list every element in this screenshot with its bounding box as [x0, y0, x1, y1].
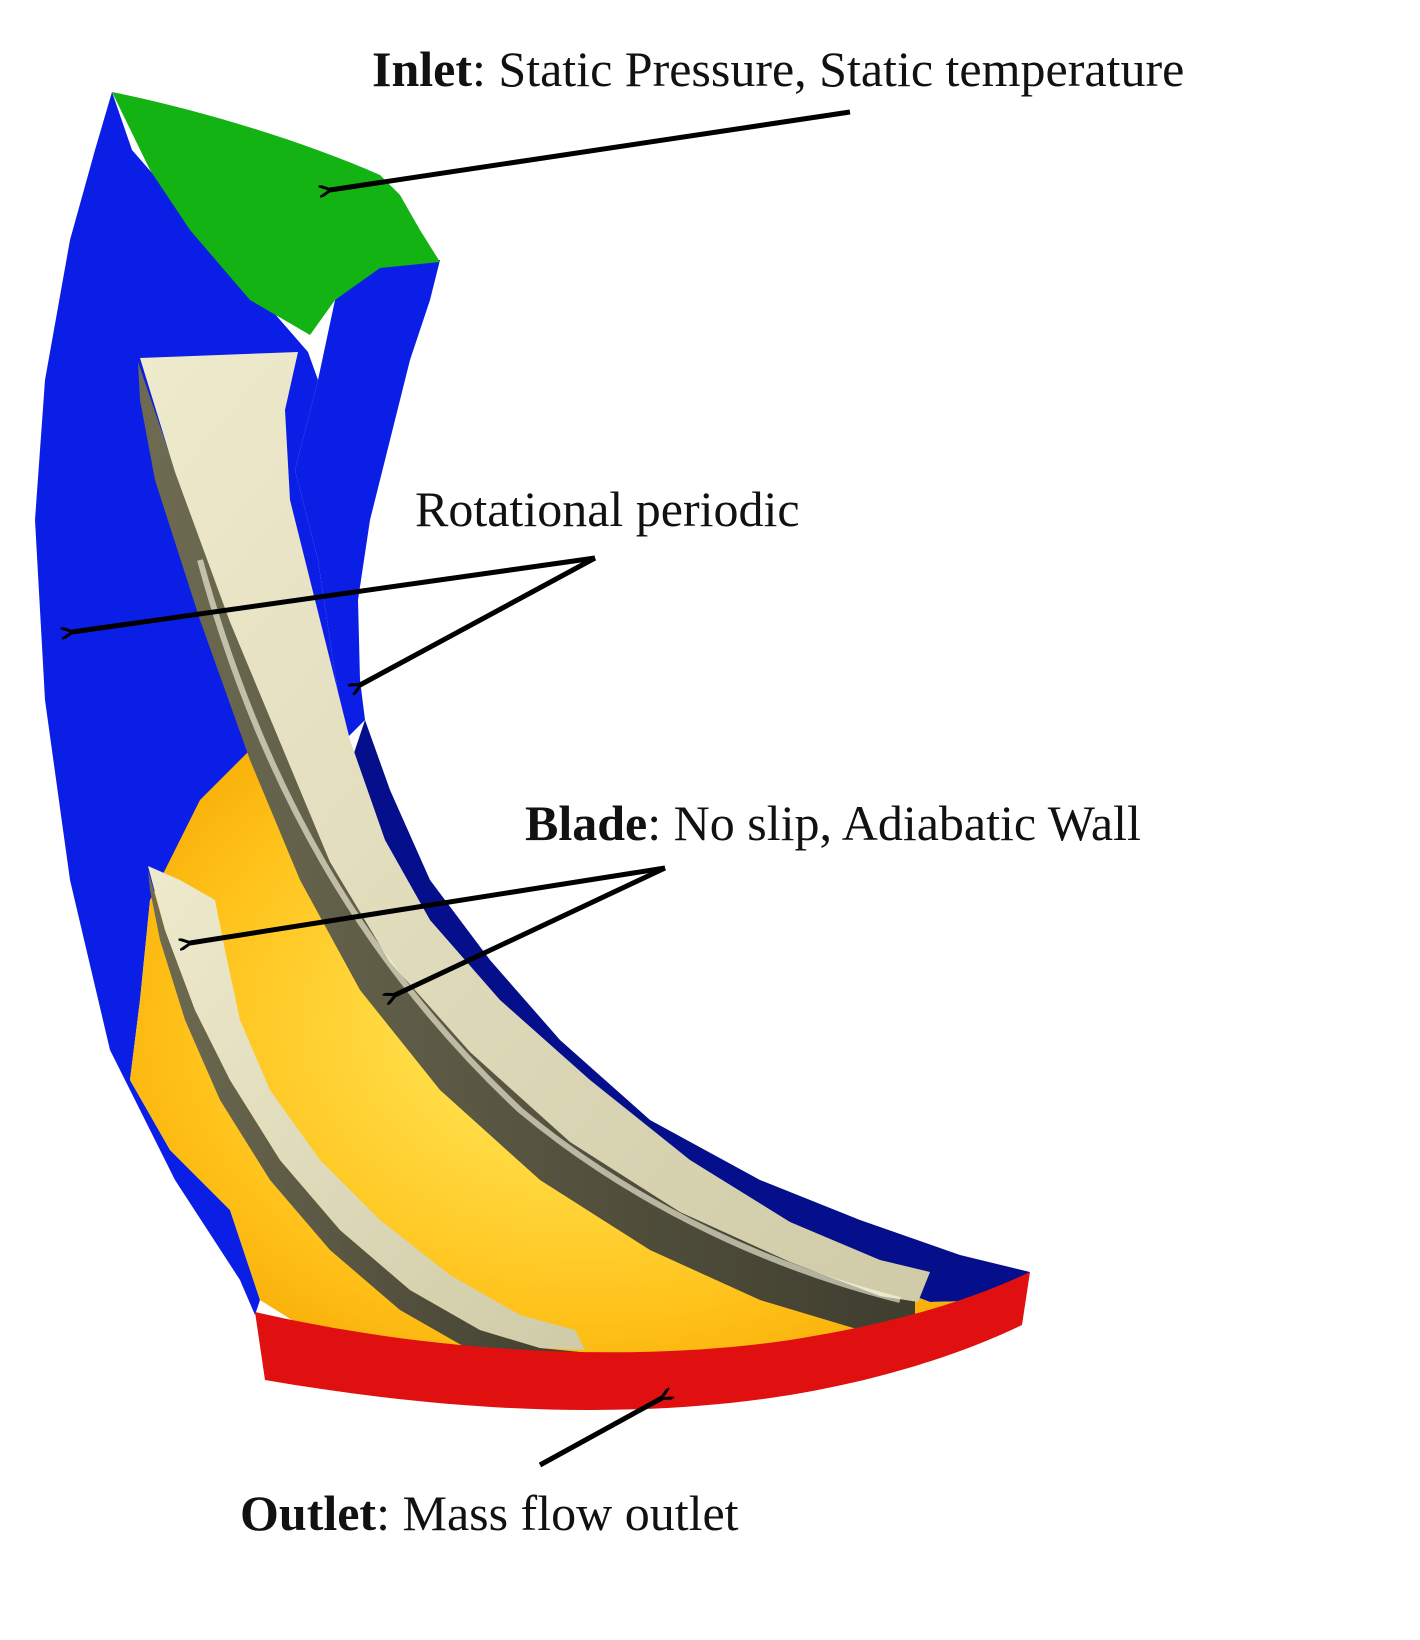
- outlet-surface: [255, 1272, 1030, 1411]
- outlet-label-detail: : Mass flow outlet: [376, 1485, 739, 1541]
- splitter-blade-top: [148, 866, 585, 1350]
- main-blade-side: [138, 362, 915, 1330]
- blade-label-title: Blade: [525, 795, 648, 851]
- periodic-arrow-left: [72, 555, 596, 632]
- inlet-label: Inlet: Static Pressure, Static temperatu…: [372, 44, 1184, 94]
- blade-label-detail: : No slip, Adiabatic Wall: [647, 795, 1141, 851]
- inlet-arrow: [330, 109, 851, 190]
- splitter-blade-side: [148, 870, 585, 1370]
- outlet-arrow: [538, 1398, 662, 1468]
- blade-label: Blade: No slip, Adiabatic Wall: [525, 798, 1141, 848]
- periodic-surface-right: [295, 260, 440, 740]
- periodic-label: Rotational periodic: [415, 484, 800, 534]
- outlet-label-title: Outlet: [240, 1485, 377, 1541]
- inlet-label-title: Inlet: [372, 41, 472, 97]
- periodic-label-text: Rotational periodic: [415, 481, 800, 537]
- inlet-label-detail: : Static Pressure, Static temperature: [472, 41, 1185, 97]
- main-blade-top: [140, 352, 930, 1302]
- inlet-surface: [112, 92, 440, 335]
- blade-arrow-splitter: [190, 865, 666, 943]
- blade-arrow-main: [395, 865, 667, 995]
- periodic-arrow-right: [360, 555, 597, 685]
- outlet-label: Outlet: Mass flow outlet: [240, 1488, 739, 1538]
